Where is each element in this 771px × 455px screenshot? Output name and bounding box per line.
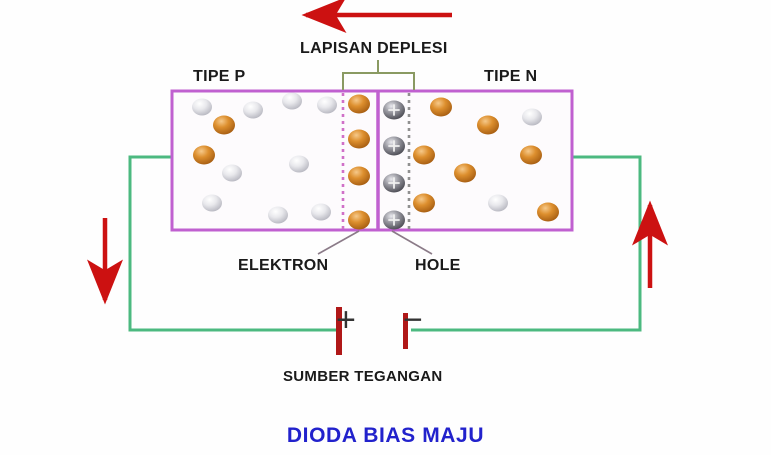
semiconductor-outline: [170, 89, 574, 232]
p-type-label: TIPE P: [193, 68, 246, 85]
battery-long-plate: [336, 307, 342, 355]
diagram-title: DIODA BIAS MAJU: [286, 424, 485, 447]
depletion-bracket: [342, 60, 415, 90]
electron-label: ELEKTRON: [238, 257, 329, 274]
current-arrows: [87, 0, 668, 305]
electron-sphere: [413, 97, 559, 222]
battery-short-plate: [403, 313, 408, 349]
voltage-source-label: SUMBER TEGANGAN: [283, 368, 443, 385]
battery-positive-sign: +: [336, 301, 356, 339]
n-type-carriers: [413, 97, 559, 222]
callout-leader-lines: [317, 230, 433, 255]
depletion-layer-label: LAPISAN DEPLESI: [300, 40, 448, 57]
hole-sphere: [488, 108, 542, 212]
wire-left-branch: [128, 155, 337, 332]
n-type-label: TIPE N: [484, 68, 538, 85]
electron-sphere: [193, 115, 235, 165]
battery-symbol: [336, 307, 408, 355]
battery-negative-sign: −: [403, 301, 423, 339]
semiconductor-block: [170, 89, 574, 232]
depletion-negative-ion: [383, 100, 405, 230]
hole-sphere: [192, 92, 337, 224]
leader-line-elektron: [317, 230, 360, 255]
depletion-layer-ions: [348, 94, 405, 230]
p-type-carriers: [192, 92, 337, 224]
depletion-positive-ion: [348, 94, 370, 230]
hole-label: HOLE: [415, 257, 461, 274]
leader-line-hole: [391, 230, 433, 255]
